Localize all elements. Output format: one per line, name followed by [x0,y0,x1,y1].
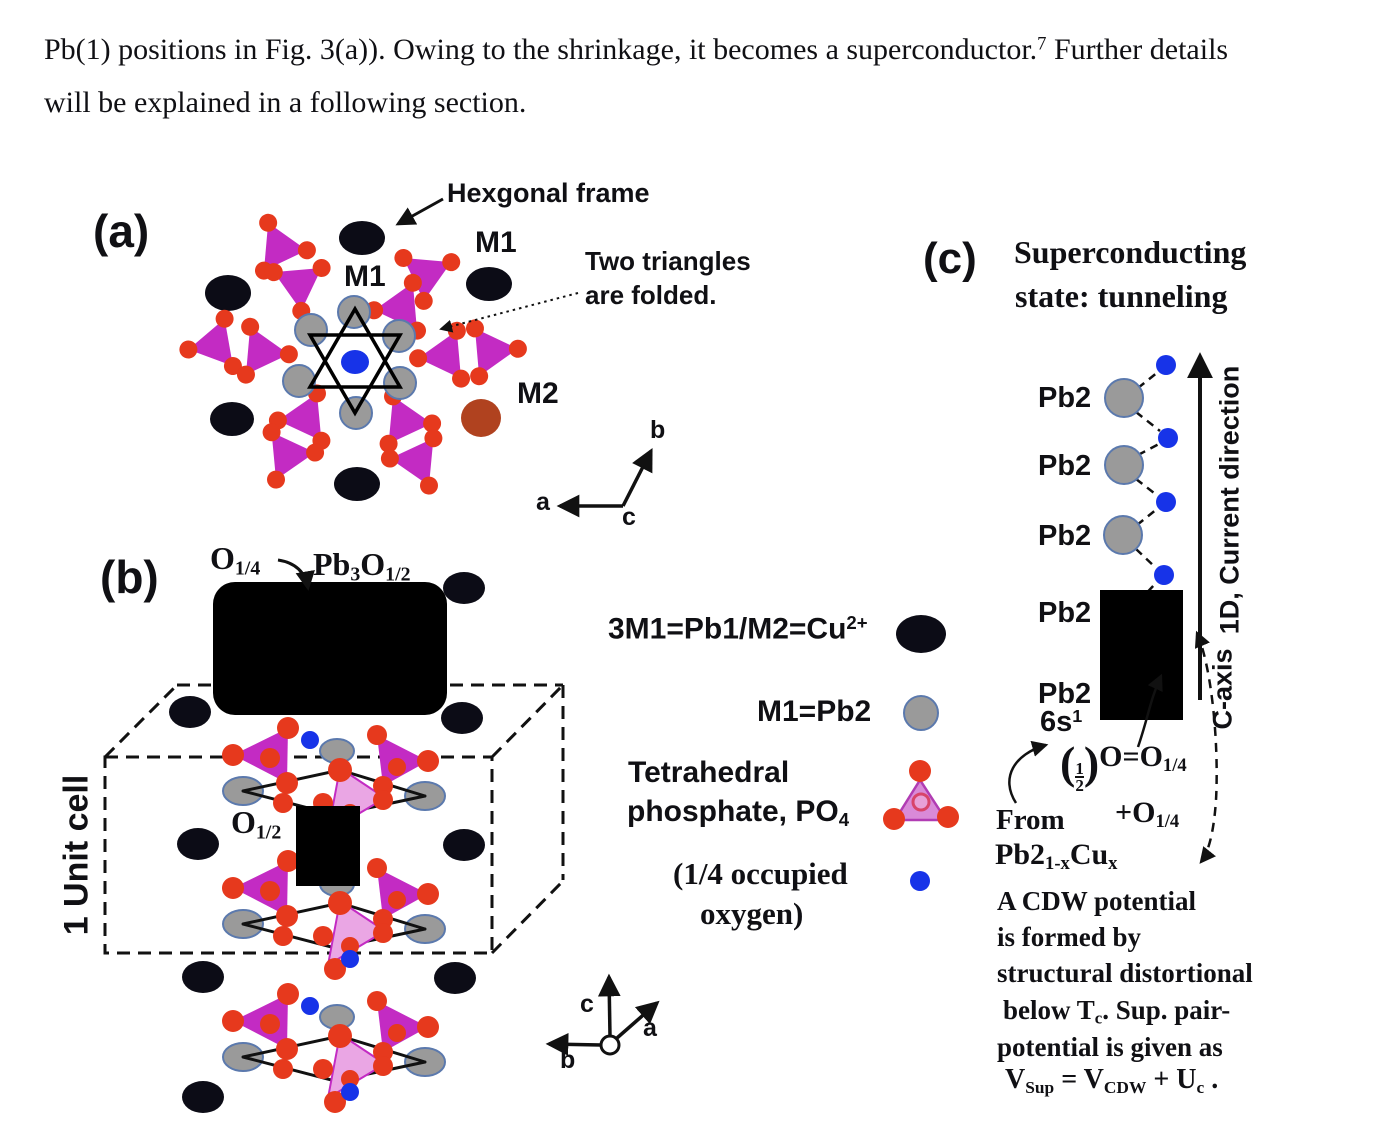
panel-a-axis-a: a [536,488,550,516]
m1-center-label: M1 [344,260,386,293]
oxygen-insertion-arrow [1136,673,1163,748]
o-half-label: O1/2 [231,804,282,844]
panel-a-axes [556,447,653,518]
legend-black-atom-icon [896,615,946,653]
paragraph-line-2: will be explained in a following section… [44,86,527,119]
from-compound-arrow [1008,740,1049,804]
o-half-highlight-box [296,806,360,886]
panel-b-label: (b) [100,551,159,603]
orbital-label: 6s1 [1040,706,1083,738]
panel-a-structure [173,197,653,518]
paragraph-line-1: Pb(1) positions in Fig. 3(a)). Owing to … [44,33,1229,66]
hexagonal-frame-atoms [205,221,512,501]
panel-c-chain [1008,352,1218,864]
legend-icons [883,615,959,891]
hex-frame-annotation: Hexgonal frame [447,178,650,208]
legend-gray-atom-label: M1=Pb2 [757,695,872,728]
unit-cell-box [103,683,565,955]
pb2-label-4: Pb2 [1038,597,1092,629]
legend-oxygen-icon [910,871,930,891]
cdw-note-line-2: is formed by [997,922,1141,952]
folded-triangles-arrow [439,292,579,333]
cdw-note-line-4: below Tc. Sup. pair- [1003,995,1231,1028]
pair-potential-equation: VSup = VCDW + Uc . [1005,1064,1219,1097]
legend-phosphate-label-line-1: Tetrahedral [628,756,790,789]
o-quarter-label: O1/4 [210,540,261,580]
panel-a-axis-b: b [650,416,666,444]
star-of-david [306,305,404,417]
cdw-link-arrow [1194,630,1218,864]
folded-annotation-line-1: Two triangles [585,246,751,276]
panel-b-axis-b: b [560,1046,576,1074]
pb3o-label: Pb3O1/2 [313,546,411,586]
legend-oxygen-label-line-1: (1/4 occupied [673,856,848,891]
compound-formula: Pb21-xCux [995,838,1118,875]
m1-right-label: M1 [475,226,517,259]
legend-black-atom-label: 3M1=Pb1/M2=Cu2+ [608,612,868,646]
panel-c-label: (c) [923,234,977,283]
panel-b-structure [103,558,660,1115]
panel-b-axis-c: c [580,990,594,1018]
current-direction-label: 1D, Current direction [1214,365,1245,635]
unit-cell-label: 1 Unit cell [57,774,96,936]
citation-superscript: 7 [1037,33,1047,55]
cdw-note-line-5: potential is given as [997,1032,1223,1062]
panel-a-axis-c: c [622,503,636,531]
panel-b-frame-atoms [169,572,485,1113]
legend-oxygen-label-line-2: oxygen) [700,896,804,931]
central-oxygen-atom [341,350,369,374]
pb2-label-3: Pb2 [1038,520,1092,552]
pb2-label-5: Pb2 [1038,678,1092,710]
panel-b-axes [545,973,660,1056]
panel-a-label: (a) [93,205,150,257]
panel-c-title-line-2: state: tunneling [1015,278,1228,314]
folded-annotation-line-2: are folded. [585,280,717,310]
cdw-note-line-3: structural distortional [997,958,1253,988]
pb2-label-1: Pb2 [1038,382,1092,414]
from-label: From [996,804,1065,836]
m2-copper-atom [461,399,501,437]
panel-b-axis-a: a [643,1014,657,1042]
hex-frame-arrow [395,197,444,226]
plus-oxygen-term: +O1/4 [1115,796,1180,833]
legend-phosphate-icon [883,760,959,830]
pb3o-layer-highlight-box [213,582,447,715]
m2-label: M2 [517,377,559,410]
legend-gray-atom-icon [903,695,939,731]
pair-highlight-box [1100,590,1183,720]
legend-phosphate-label-line-2: phosphate, PO4 [627,795,850,831]
panel-c-title-line-1: Superconducting [1014,234,1247,270]
cdw-note-line-1: A CDW potential [997,886,1197,916]
o-quarter-arrow [277,558,315,591]
c-axis-label: C-axis [1207,648,1238,730]
pb2-label-2: Pb2 [1038,450,1092,482]
